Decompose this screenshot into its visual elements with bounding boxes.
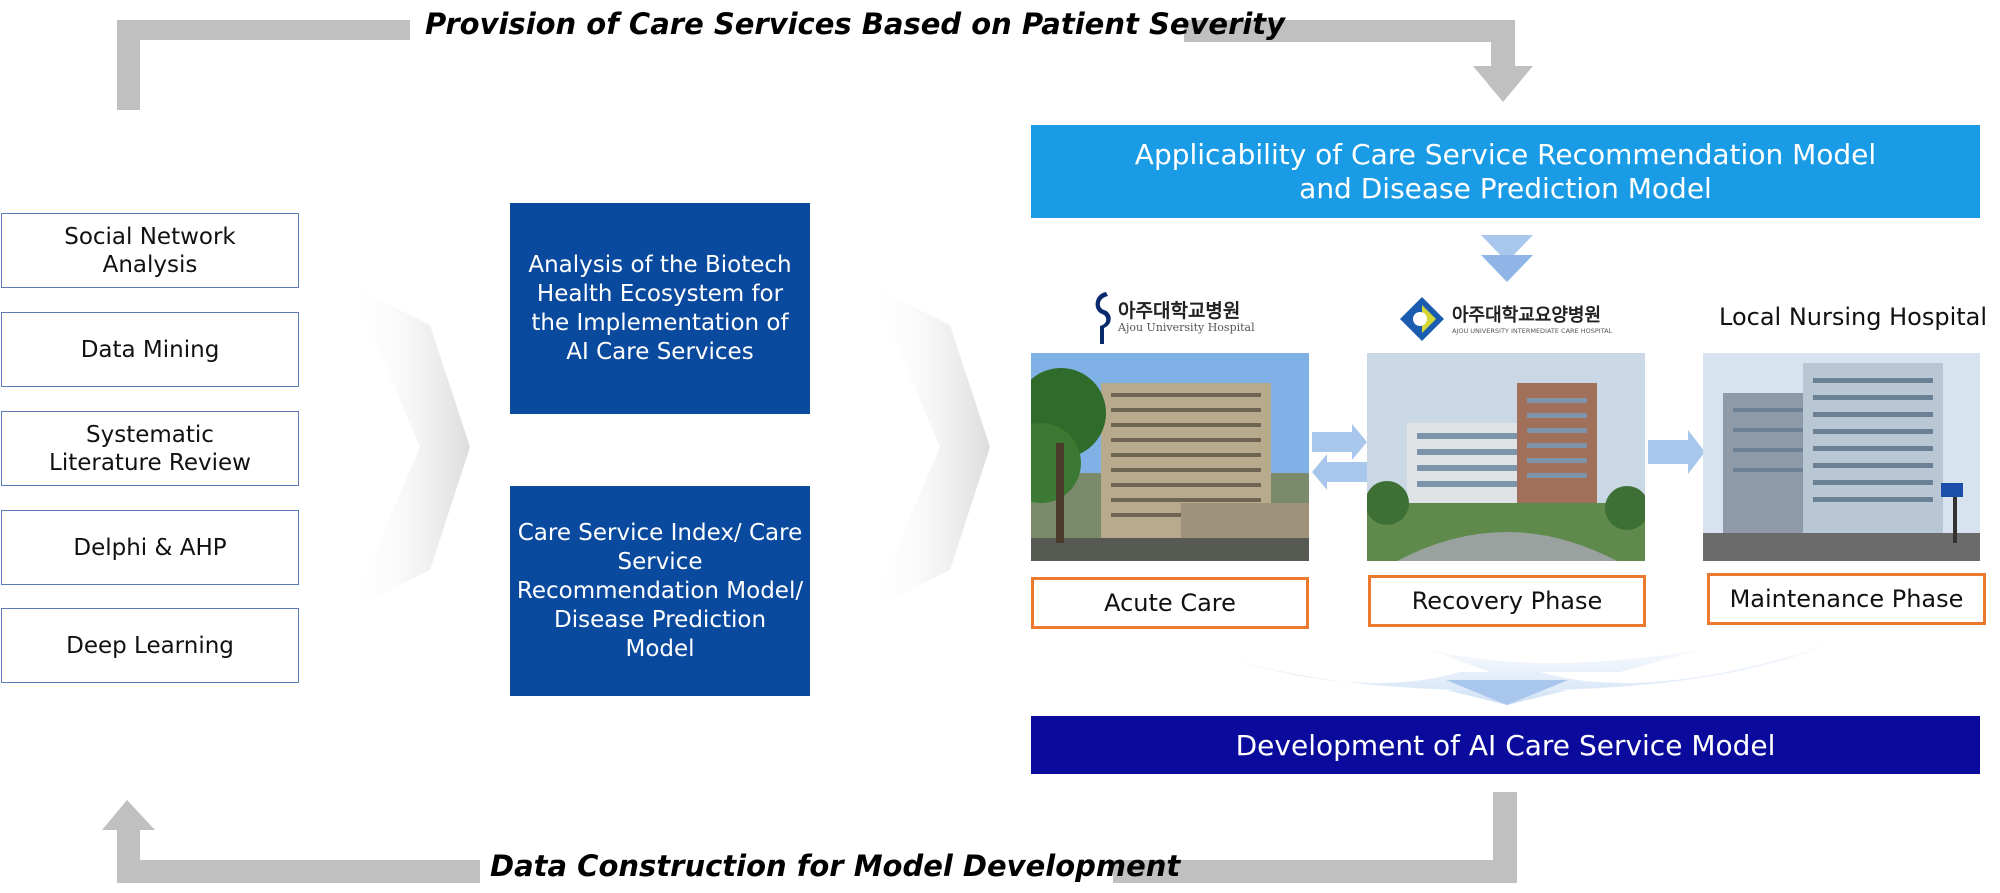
ajou-hospital-korean: 아주대학교병원 xyxy=(1118,300,1241,322)
exchange-arrow-right xyxy=(1312,424,1367,460)
bottom-flow-arrow-left xyxy=(102,800,480,883)
merge-swoosh xyxy=(1180,640,1840,705)
ecosystem-analysis-box: Analysis of the Biotech Health Ecosystem… xyxy=(510,203,810,414)
applicability-line-2: and Disease Prediction Model xyxy=(1299,171,1712,205)
method-social-network-analysis: Social Network Analysis xyxy=(1,213,299,288)
local-nursing-hospital-photo xyxy=(1703,353,1980,561)
model-development-box: Care Service Index/ Care Service Recomme… xyxy=(510,486,810,696)
chevron-arrow-1 xyxy=(350,285,470,610)
top-flow-arrow xyxy=(117,20,410,110)
local-nursing-hospital-label: Local Nursing Hospital xyxy=(1719,303,1988,331)
phase-maintenance: Maintenance Phase xyxy=(1707,573,1986,625)
method-data-mining: Data Mining xyxy=(1,312,299,387)
method-delphi-ahp: Delphi & AHP xyxy=(1,510,299,585)
down-arrow-2 xyxy=(1481,255,1533,282)
development-banner: Development of AI Care Service Model xyxy=(1031,716,1980,774)
bottom-flow-label: Data Construction for Model Development xyxy=(490,848,1181,884)
applicability-banner: Applicability of Care Service Recommenda… xyxy=(1031,125,1980,218)
ajou-care-hospital-logo: 아주대학교요양병원 AJOU UNIVERSITY INTERMEDIATE C… xyxy=(1398,295,1628,343)
forward-arrow xyxy=(1648,430,1705,474)
chevron-arrow-2 xyxy=(870,285,990,610)
acute-care-hospital-photo xyxy=(1031,353,1309,561)
down-arrow-1 xyxy=(1481,235,1533,262)
ajou-hospital-logo: 아주대학교병원 Ajou University Hospital xyxy=(1088,288,1258,346)
method-systematic-literature-review: Systematic Literature Review xyxy=(1,411,299,486)
applicability-line-1: Applicability of Care Service Recommenda… xyxy=(1134,137,1877,171)
phase-acute-care: Acute Care xyxy=(1031,577,1309,629)
ajou-care-hospital-english: AJOU UNIVERSITY INTERMEDIATE CARE HOSPIT… xyxy=(1452,327,1613,335)
bottom-flow-arrow-right xyxy=(1113,792,1517,883)
top-flow-label: Provision of Care Services Based on Pati… xyxy=(425,6,1286,42)
merge-arrowhead xyxy=(1446,680,1568,705)
recovery-hospital-photo xyxy=(1367,353,1645,561)
ajou-care-hospital-korean: 아주대학교요양병원 xyxy=(1452,305,1602,326)
ajou-care-hospital-emblem-icon xyxy=(1400,297,1444,341)
ajou-hospital-emblem-icon xyxy=(1095,292,1111,344)
ajou-hospital-english: Ajou University Hospital xyxy=(1118,321,1255,334)
method-deep-learning: Deep Learning xyxy=(1,608,299,683)
phase-recovery: Recovery Phase xyxy=(1368,575,1646,627)
exchange-arrow-left xyxy=(1312,454,1367,490)
top-flow-arrow-right xyxy=(1184,20,1533,102)
